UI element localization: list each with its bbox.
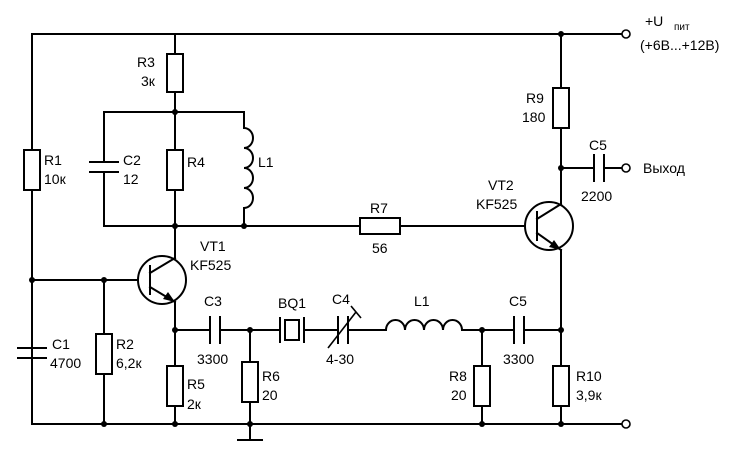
c5b-value: 2200 — [581, 188, 612, 204]
capacitor-c5-output — [593, 154, 605, 182]
r10-ref: R10 — [576, 368, 602, 384]
r2-value: 6,2к — [116, 355, 142, 371]
resistor-r4 — [166, 149, 184, 191]
capacitor-c4-variable — [327, 305, 362, 349]
supply-subscript: пит — [674, 22, 690, 33]
resistor-r8 — [473, 365, 491, 407]
r9-value: 180 — [522, 109, 546, 125]
resistor-r3 — [166, 53, 184, 93]
vt2-value: KF525 — [476, 196, 517, 212]
r6-ref: R6 — [262, 368, 280, 384]
resistor-r1 — [23, 149, 41, 191]
labels: +U пит (+6В...+12В) Выход R1 10к R2 6,2к… — [44, 13, 719, 412]
r5-value: 2к — [187, 396, 202, 412]
c5b-ref: C5 — [589, 137, 607, 153]
capacitor-c5-chain — [513, 316, 525, 344]
c2-value: 12 — [123, 171, 139, 187]
c5a-ref: C5 — [509, 293, 527, 309]
inductor-l1-tank — [242, 126, 254, 210]
resistor-r10 — [552, 365, 570, 407]
c3-value: 3300 — [197, 351, 228, 367]
r1-ref: R1 — [44, 152, 62, 168]
transistor-vt2 — [524, 201, 574, 252]
resistor-r5 — [166, 365, 184, 407]
resistor-r6 — [241, 361, 259, 403]
resistor-r9 — [552, 87, 570, 129]
l1b-ref: L1 — [414, 293, 430, 309]
c3-ref: C3 — [204, 293, 222, 309]
r3-value: 3к — [141, 73, 156, 89]
r1-value: 10к — [44, 171, 67, 187]
capacitor-c3 — [209, 316, 221, 344]
bq1-ref: BQ1 — [278, 295, 306, 311]
l1a-ref: L1 — [258, 154, 274, 170]
r4-ref: R4 — [187, 154, 205, 170]
supply-label: +U — [645, 13, 663, 29]
transistor-vt1 — [137, 255, 187, 305]
output-label: Выход — [643, 160, 685, 176]
c5a-value: 3300 — [503, 351, 534, 367]
wires — [31, 33, 623, 441]
r10-value: 3,9к — [576, 387, 602, 403]
supply-terminal — [621, 29, 631, 39]
vt1-value: KF525 — [190, 257, 231, 273]
capacitor-c2 — [89, 161, 119, 173]
capacitor-c1 — [17, 347, 47, 359]
inductor-l1-series — [384, 319, 464, 332]
c4-value: 4-30 — [326, 351, 354, 367]
r2-ref: R2 — [116, 336, 134, 352]
resistor-r2 — [95, 333, 113, 375]
r7-value: 56 — [372, 240, 388, 256]
r3-ref: R3 — [137, 54, 155, 70]
supply-range: (+6В...+12В) — [640, 37, 719, 53]
r6-value: 20 — [262, 387, 278, 403]
c2-ref: C2 — [123, 152, 141, 168]
vt2-ref: VT2 — [488, 177, 514, 193]
crystal-bq1 — [279, 317, 305, 343]
c1-ref: C1 — [52, 336, 70, 352]
r8-value: 20 — [451, 387, 467, 403]
vt1-ref: VT1 — [200, 238, 226, 254]
r8-ref: R8 — [449, 368, 467, 384]
resistor-r7 — [359, 217, 401, 235]
output-terminal — [621, 163, 631, 173]
r5-ref: R5 — [187, 376, 205, 392]
ground-terminal — [621, 419, 631, 429]
c4-ref: C4 — [332, 291, 350, 307]
r7-ref: R7 — [370, 200, 388, 216]
junction-dots — [29, 31, 564, 427]
c1-value: 4700 — [50, 355, 81, 371]
r9-ref: R9 — [526, 90, 544, 106]
